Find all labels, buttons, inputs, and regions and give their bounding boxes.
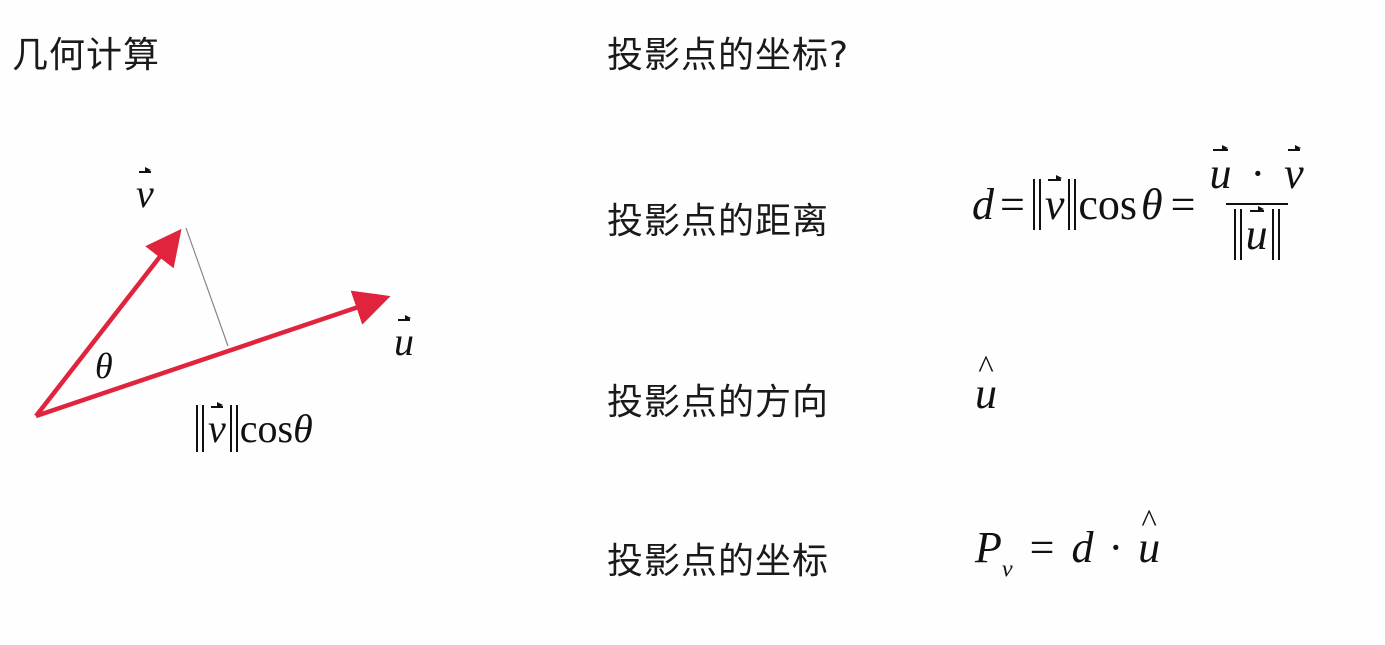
row-label-distance: 投影点的距离 xyxy=(607,201,830,242)
norm-inner: v xyxy=(1038,175,1071,230)
var-d: d xyxy=(1071,523,1094,572)
vector-u-arrow xyxy=(35,290,391,419)
cos-text: cos xyxy=(239,406,294,451)
subscript-v: v xyxy=(1001,555,1013,583)
norm-outer: v xyxy=(196,402,238,452)
question-heading: 投影点的坐标? xyxy=(607,35,850,76)
projection-line xyxy=(185,227,229,347)
norm-inner: v xyxy=(202,402,232,452)
label-theta: θ xyxy=(95,346,113,386)
dot-operator: · xyxy=(1250,149,1266,198)
formula-distance: d = v cos θ = u · v u xyxy=(972,144,1310,260)
vector-projection-diagram xyxy=(0,150,450,480)
vector-arrow-icon: v xyxy=(208,402,226,451)
vector-v-arrow xyxy=(34,228,182,418)
equals-sign: = xyxy=(1000,179,1025,229)
fraction: u · v u xyxy=(1203,144,1309,260)
norm-inner: u xyxy=(1239,205,1274,260)
hat-icon: u xyxy=(975,368,997,419)
vector-arrow-icon: u xyxy=(394,315,414,364)
formula-coordinate: Pv = d · u xyxy=(975,522,1160,584)
equals-sign: = xyxy=(1170,179,1196,229)
formula-direction: u xyxy=(975,368,997,419)
label-v: v xyxy=(136,167,154,217)
row-label-direction: 投影点的方向 xyxy=(607,382,830,423)
vector-arrow-icon: v xyxy=(136,167,154,216)
norm-outer: v xyxy=(1032,175,1077,230)
vector-arrow-icon: v xyxy=(1044,175,1065,229)
theta-text: θ xyxy=(1141,179,1163,229)
label-u: u xyxy=(394,315,414,365)
var-d: d xyxy=(972,179,994,229)
numerator: u · v xyxy=(1203,144,1309,203)
cos-text: cos xyxy=(1078,179,1138,229)
page-title: 几何计算 xyxy=(12,35,161,76)
var-P: P xyxy=(975,523,1002,572)
theta-text: θ xyxy=(293,406,313,451)
vector-arrow-icon: v xyxy=(1284,144,1304,198)
row-label-coordinate: 投影点的坐标 xyxy=(607,541,830,582)
vector-arrow-icon: u xyxy=(1209,144,1232,198)
vector-arrow-icon: u xyxy=(1245,205,1268,259)
dot-operator: · xyxy=(1108,523,1124,572)
equals-sign: = xyxy=(1029,523,1055,572)
denominator: u xyxy=(1225,203,1288,260)
vector-diagram-svg xyxy=(34,227,391,419)
norm-outer: u xyxy=(1233,205,1280,260)
hat-icon: u xyxy=(1138,522,1160,573)
